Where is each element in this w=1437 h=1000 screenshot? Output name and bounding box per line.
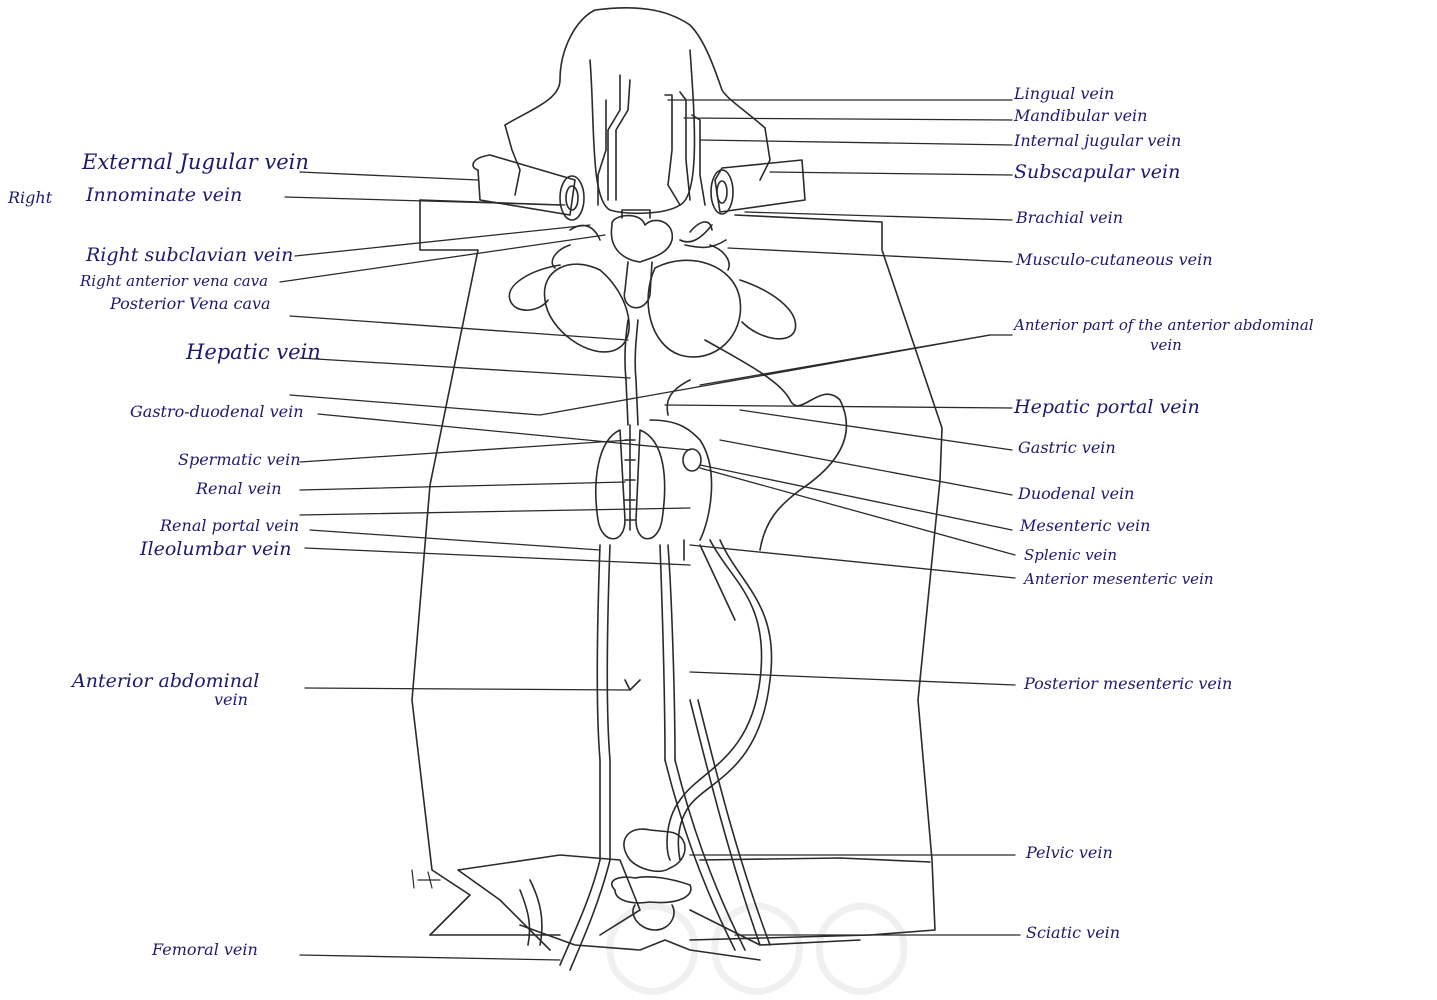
label-renal: Renal vein (196, 481, 282, 497)
label-gastric: Gastric vein (1018, 440, 1116, 456)
leader-musculo-cutaneous (728, 248, 1012, 262)
head-left (505, 8, 765, 128)
label-hepatic: Hepatic vein (186, 342, 321, 363)
liver-right-lobe (648, 260, 740, 357)
lung-left (509, 265, 560, 310)
outer-skin-left (412, 200, 478, 935)
cloaca-upper (612, 877, 691, 903)
leader-external-jugular (300, 172, 478, 180)
leader-spermatic (300, 440, 630, 462)
bladder (624, 829, 685, 871)
leader-mandibular (684, 118, 1012, 120)
leader-renal-portal (310, 530, 600, 550)
label-femoral: Femoral vein (152, 942, 258, 958)
leader-right-anterior-vena-cava (280, 235, 605, 282)
label-ileolumbar: Ileolumbar vein (140, 540, 292, 559)
pelvic-region (520, 700, 770, 970)
leader-mesenteric (700, 465, 1012, 530)
kidney-left (596, 430, 625, 539)
leader-renal (300, 482, 625, 490)
label-spermatic: Spermatic vein (178, 452, 301, 468)
rectum-loop (667, 540, 762, 860)
leader-posterior-vena-cava (290, 316, 628, 340)
right-forelimb-end (711, 170, 733, 214)
leader-posterior-mesenteric (690, 672, 1015, 685)
skin-bottom (430, 935, 870, 940)
label-anterior-part-2: vein (1150, 338, 1182, 353)
trunk-veins (596, 320, 847, 860)
flap-bottom-v (520, 925, 760, 960)
label-anterior-part-1: Anterior part of the anterior abdominal (1014, 318, 1314, 333)
label-musculo-cutaneous: Musculo-cutaneous vein (1016, 252, 1213, 268)
leader-splenic (700, 468, 1015, 555)
label-posterior-vena-cava: Posterior Vena cava (110, 296, 271, 312)
label-right-subclavian: Right subclavian vein (86, 246, 293, 265)
leader-gastric (740, 410, 1012, 450)
label-external-jugular: External Jugular vein (82, 152, 309, 173)
label-splenic: Splenic vein (1024, 548, 1117, 563)
leader-duodenal (720, 440, 1012, 495)
leader-gastro-duodenal (318, 414, 690, 450)
label-renal-portal: Renal portal vein (160, 518, 299, 534)
leader-right-subclavian (295, 225, 590, 256)
label-internal-jugular: Internal jugular vein (1014, 133, 1181, 149)
body-outline (412, 200, 942, 960)
left-forelimb (473, 155, 575, 215)
leader-subscapular (770, 172, 1012, 175)
spleen (683, 449, 701, 471)
leader-extra-2 (300, 508, 690, 515)
label-duodenal: Duodenal vein (1018, 486, 1134, 502)
leader-hepatic-portal (665, 405, 1012, 408)
label-posterior-mesenteric: Posterior mesenteric vein (1024, 676, 1232, 692)
label-subscapular: Subscapular vein (1014, 163, 1180, 182)
leader-extra-1 (290, 335, 990, 415)
label-lingual: Lingual vein (1014, 86, 1114, 102)
label-mesenteric: Mesenteric vein (1020, 518, 1150, 534)
label-anterior-mesenteric: Anterior mesenteric vein (1024, 572, 1214, 587)
label-brachial: Brachial vein (1016, 210, 1123, 226)
leader-anterior-abdominal (305, 688, 630, 690)
label-gastro-duodenal: Gastro-duodenal vein (130, 404, 304, 420)
head-right-jaw (760, 128, 770, 180)
leader-brachial (745, 212, 1012, 220)
leader-hepatic (300, 358, 630, 378)
leader-right-innominate (285, 197, 565, 205)
leader-internal-jugular (700, 140, 1012, 145)
label-mandibular: Mandibular vein (1014, 108, 1147, 124)
label-sciatic: Sciatic vein (1026, 925, 1120, 941)
label-anterior-abdominal-2: vein (214, 692, 248, 708)
label-hepatic-portal: Hepatic portal vein (1014, 398, 1200, 417)
right-forelimb (715, 160, 805, 212)
label-pelvic: Pelvic vein (1026, 845, 1113, 861)
leader-femoral (300, 955, 560, 960)
outer-skin-right (735, 215, 942, 935)
heart (570, 210, 712, 308)
lung-right (740, 280, 796, 339)
label-right-anterior-vena-cava: Right anterior vena cava (80, 274, 268, 289)
label-right-innominate-prefix: Right (8, 190, 52, 206)
label-anterior-abdominal-1: Anterior abdominal (72, 672, 259, 691)
leader-anterior-part (700, 335, 1012, 385)
leader-ileolumbar (305, 548, 690, 565)
head-outline (505, 8, 770, 213)
leader-lines-left (280, 172, 990, 960)
label-right-innominate: Innominate vein (86, 186, 242, 205)
